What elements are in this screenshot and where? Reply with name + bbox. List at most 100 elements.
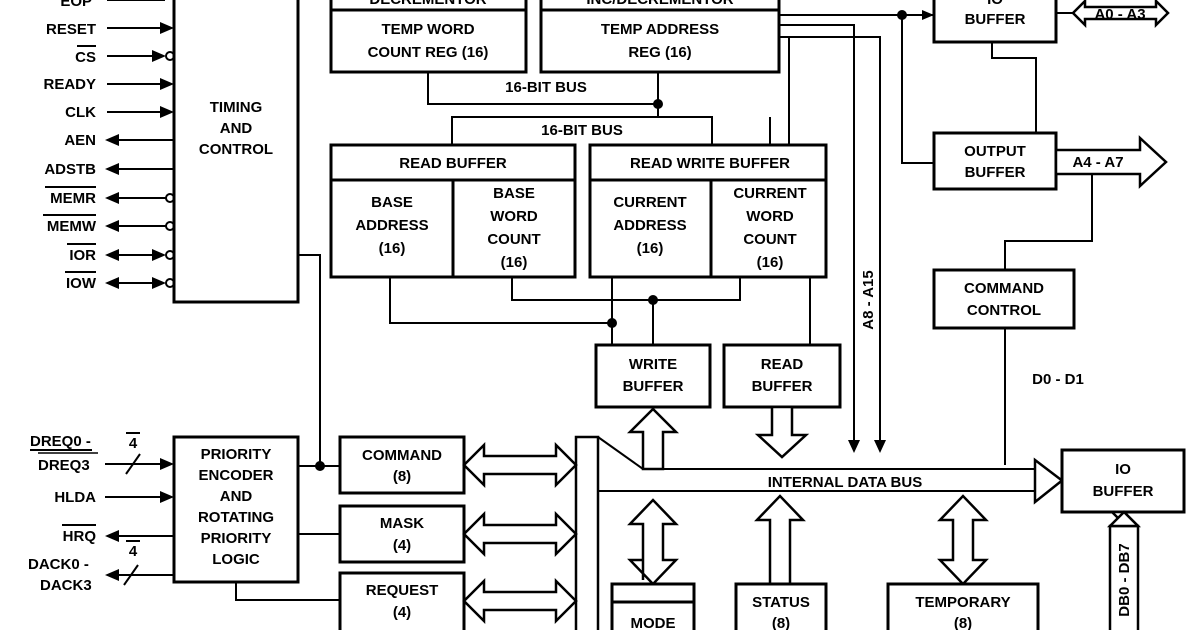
svg-text:MODE: MODE <box>631 615 676 630</box>
pin-label-ready: READY <box>43 76 96 93</box>
mode-bidirectional-arrow-icon <box>627 498 679 586</box>
svg-text:WORD: WORD <box>490 208 538 225</box>
svg-text:AND: AND <box>220 488 253 505</box>
svg-text:BASE: BASE <box>371 194 413 211</box>
status-up-arrow-icon <box>754 494 806 586</box>
svg-text:TEMP ADDRESS: TEMP ADDRESS <box>601 21 719 38</box>
svg-text:REQUEST: REQUEST <box>366 582 439 599</box>
command-bidirectional-arrow-icon <box>462 441 578 489</box>
command-control-block: COMMAND CONTROL D0 - D1 <box>932 268 1084 465</box>
decrementor-label: DECREMENTOR <box>369 0 486 8</box>
svg-text:COUNT: COUNT <box>743 231 796 248</box>
svg-text:COUNT: COUNT <box>487 231 540 248</box>
svg-text:WRITE: WRITE <box>629 356 677 373</box>
svg-text:IO: IO <box>1115 461 1131 478</box>
svg-text:BUFFER: BUFFER <box>623 378 684 395</box>
svg-text:WORD: WORD <box>746 208 794 225</box>
svg-text:ENCODER: ENCODER <box>198 467 273 484</box>
output-buffer-block: OUTPUT BUFFER A4 - A7 <box>932 131 1168 270</box>
request-register: REQUEST (4) <box>338 571 578 630</box>
svg-text:BUFFER: BUFFER <box>752 378 813 395</box>
bus-label-b: 16-BIT BUS <box>541 122 623 139</box>
svg-text:(4): (4) <box>393 604 411 621</box>
svg-text:COUNT REG (16): COUNT REG (16) <box>368 44 489 61</box>
a8-a15-label: A8 - A15 <box>860 270 877 329</box>
internal-bus-arrow-icon <box>1033 457 1065 505</box>
svg-text:STATUS: STATUS <box>752 594 810 611</box>
dreq-label-1: DREQ0 - <box>30 433 91 450</box>
svg-text:(16): (16) <box>501 254 528 271</box>
svg-text:BUFFER: BUFFER <box>965 164 1026 181</box>
temp-address-register: INC/DECREMENTOR TEMP ADDRESS REG (16) <box>539 0 781 74</box>
read-buffer-title: READ BUFFER <box>399 155 507 172</box>
svg-text:BASE: BASE <box>493 185 535 202</box>
svg-text:OUTPUT: OUTPUT <box>964 143 1026 160</box>
db0-db7-label: DB0 - DB7 <box>1116 543 1133 616</box>
dack-label-1: DACK0 - <box>28 556 89 573</box>
write-buffer-block: WRITE BUFFER <box>594 343 712 409</box>
hrq-label: HRQ <box>63 528 97 545</box>
pin-label-ior: IOR <box>69 247 96 264</box>
temp-word-count-register: DECREMENTOR TEMP WORD COUNT REG (16) <box>329 0 528 74</box>
read-write-buffer-title: READ WRITE BUFFER <box>630 155 790 172</box>
svg-text:CURRENT: CURRENT <box>613 194 686 211</box>
svg-text:(4): (4) <box>393 537 411 554</box>
inc-decrementor-label: INC/DECREMENTOR <box>586 0 733 8</box>
svg-text:TEMPORARY: TEMPORARY <box>915 594 1010 611</box>
internal-bus-label: INTERNAL DATA BUS <box>768 474 922 491</box>
pin-label-clk: CLK <box>65 104 96 121</box>
command-register: COMMAND (8) <box>338 435 578 495</box>
status-register: STATUS (8) <box>734 494 828 630</box>
pin-label-adstb: ADSTB <box>44 161 96 178</box>
svg-text:(8): (8) <box>772 615 790 630</box>
svg-text:AND: AND <box>220 120 253 137</box>
pin-label-iow: IOW <box>66 275 97 292</box>
svg-text:TEMP WORD: TEMP WORD <box>381 21 474 38</box>
dreq-width: 4 <box>129 435 138 452</box>
read-buffer-group: READ BUFFER BASE ADDRESS (16) BASE WORD … <box>329 143 577 279</box>
mode-register: MODE <box>610 498 696 630</box>
priority-pins: DREQ0 - DREQ3 4 HLDA HRQ DACK0 - DACK3 4 <box>28 432 174 594</box>
io-buffer-data-block: IO BUFFER DB0 - DB7 <box>1060 448 1186 630</box>
read-buffer-down-arrow-icon <box>754 405 810 459</box>
pin-label-eop: EOP <box>60 0 92 10</box>
pin-label-memr: MEMR <box>50 190 96 207</box>
svg-text:(8): (8) <box>954 615 972 630</box>
timing-label: TIMING <box>210 99 263 116</box>
svg-text:COMMAND: COMMAND <box>964 280 1044 297</box>
temporary-bidirectional-arrow-icon <box>937 494 989 586</box>
svg-text:PRIORITY: PRIORITY <box>201 446 272 463</box>
temporary-register: TEMPORARY (8) <box>886 494 1040 630</box>
svg-text:CURRENT: CURRENT <box>733 185 806 202</box>
d0-d1-label: D0 - D1 <box>1032 371 1084 388</box>
pin-label-memw: MEMW <box>47 218 97 235</box>
read-write-buffer-group: READ WRITE BUFFER CURRENT ADDRESS (16) C… <box>588 143 828 279</box>
mask-register: MASK (4) <box>338 504 578 564</box>
svg-text:LOGIC: LOGIC <box>212 551 260 568</box>
mask-bidirectional-arrow-icon <box>462 510 578 558</box>
io-buffer-address-low: IO BUFFER A0 - A3 <box>779 0 1170 150</box>
a8-a15-address-lines: A8 - A15 <box>779 24 886 453</box>
buffer-interconnect <box>298 254 811 466</box>
bus-label-a: 16-BIT BUS <box>505 79 587 96</box>
dack-width: 4 <box>129 543 138 560</box>
priority-connections <box>235 461 340 601</box>
svg-text:REG (16): REG (16) <box>628 44 691 61</box>
svg-text:(8): (8) <box>393 468 411 485</box>
control-pins: EOP RESET CS READY CLK AEN ADSTB MEMR <box>43 0 175 292</box>
svg-text:CONTROL: CONTROL <box>199 141 273 158</box>
svg-text:COMMAND: COMMAND <box>362 447 442 464</box>
svg-text:MASK: MASK <box>380 515 424 532</box>
dreq-label-2: DREQ3 <box>38 457 90 474</box>
priority-encoder-block: PRIORITY ENCODER AND ROTATING PRIORITY L… <box>172 435 300 584</box>
timing-and-control-block: TIMING AND CONTROL <box>172 0 300 304</box>
dack-label-2: DACK3 <box>40 577 92 594</box>
svg-text:PRIORITY: PRIORITY <box>201 530 272 547</box>
svg-text:ADDRESS: ADDRESS <box>355 217 428 234</box>
pin-label-cs: CS <box>75 49 96 66</box>
svg-text:IO: IO <box>987 0 1003 8</box>
write-buffer-up-arrow-icon <box>626 407 680 471</box>
pin-label-aen: AEN <box>64 132 96 149</box>
read-buffer-small-block: READ BUFFER <box>722 343 842 409</box>
